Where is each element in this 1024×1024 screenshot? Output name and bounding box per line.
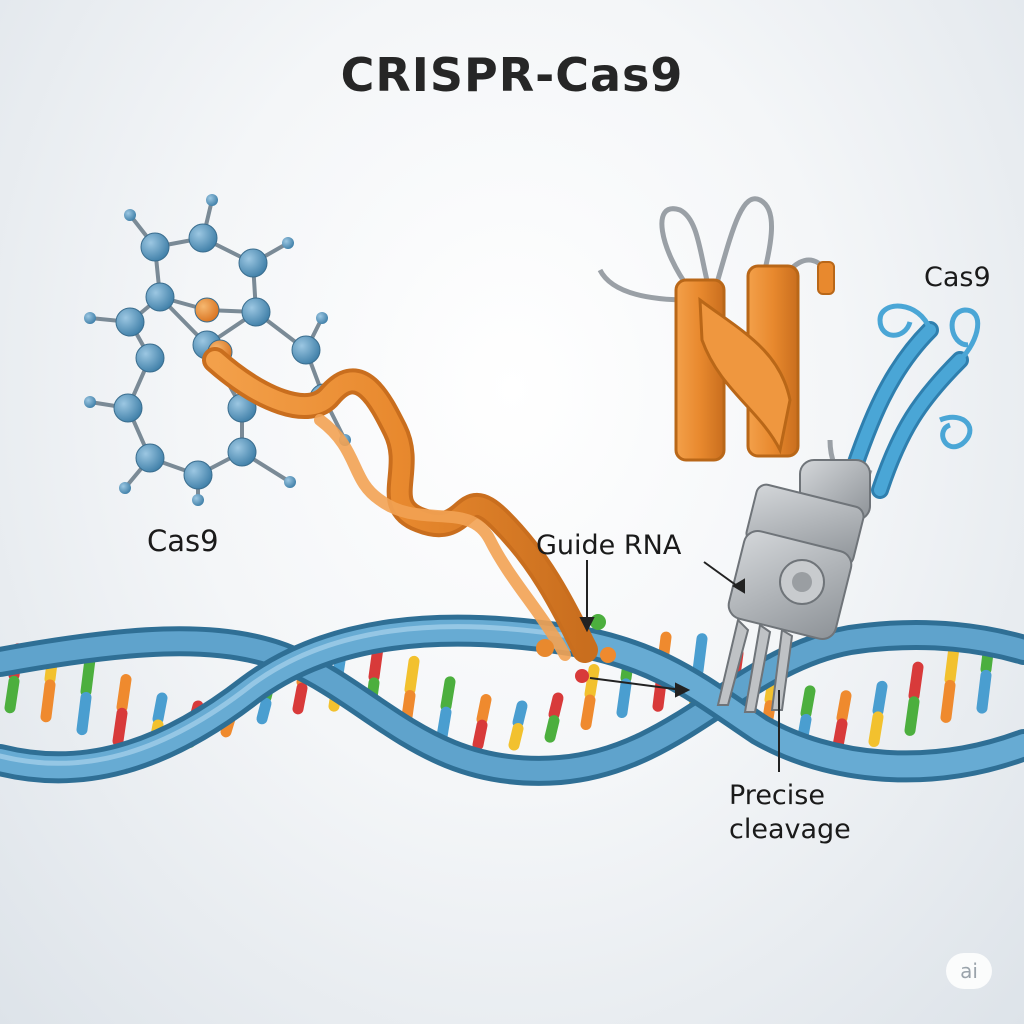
label-cas9-right: Cas9 (924, 262, 991, 293)
atom (145, 282, 175, 312)
hydrogen-atom (119, 482, 131, 494)
base-pair-top (836, 690, 852, 724)
annotation-pointers (579, 560, 780, 772)
base-pair-bottom (40, 679, 56, 723)
guide-rna-ribbon (202, 347, 616, 683)
base-pair-top (476, 694, 492, 725)
hydrogen-atom (284, 476, 296, 488)
atom (194, 297, 220, 323)
ai-watermark-badge: ai (946, 953, 992, 989)
cas9-cleavage-clamp (716, 459, 871, 713)
base-pair-top (116, 674, 132, 713)
hydrogen-atom (316, 312, 328, 324)
base-pair-top (692, 633, 708, 677)
cas9-protein-right (597, 196, 981, 713)
atom (227, 437, 257, 467)
base-pair-top (944, 641, 960, 685)
base-pair-bottom (112, 707, 128, 747)
base-pair-top (512, 700, 528, 728)
base-pair-top (872, 680, 888, 717)
base-pair-bottom (832, 718, 848, 752)
base-pair-bottom (76, 692, 92, 736)
base-pair-bottom (436, 706, 452, 743)
base-pair-bottom (472, 719, 488, 751)
base-pair-bottom (940, 679, 956, 723)
base-pair-bottom (292, 682, 308, 715)
atom (241, 297, 271, 327)
atom (115, 307, 145, 337)
atom (113, 393, 143, 423)
atom (238, 248, 268, 278)
hydrogen-atom (84, 396, 96, 408)
atom (291, 335, 321, 365)
atom (135, 443, 165, 473)
label-precise-cleavage: Precise cleavage (729, 779, 851, 847)
base-pair-bottom (904, 696, 920, 736)
base-pair-bottom (4, 675, 20, 714)
base-pair-top (152, 692, 168, 725)
label-cleavage-line2: cleavage (729, 814, 851, 845)
label-cas9-left: Cas9 (147, 524, 219, 558)
hydrogen-atom (84, 312, 96, 324)
diagram-title: CRISPR-Cas9 (340, 48, 684, 102)
hydrogen-atom (192, 494, 204, 506)
label-cleavage-line1: Precise (729, 780, 825, 811)
base-pair-bottom (868, 711, 884, 748)
atom (188, 223, 218, 253)
base-pair-top (908, 661, 924, 702)
base-pair-bottom (508, 722, 524, 751)
dna-double-helix (0, 614, 1024, 786)
base-pair-top (404, 655, 420, 696)
atom (140, 232, 170, 262)
hydrogen-atom (124, 209, 136, 221)
base-pair-bottom (976, 669, 992, 714)
atom (135, 343, 165, 373)
base-pair-top (800, 685, 816, 719)
hydrogen-atom (206, 194, 218, 206)
atom (183, 460, 213, 490)
hydrogen-atom (282, 237, 294, 249)
base-pair-bottom (580, 694, 596, 731)
base-pair-top (80, 653, 96, 698)
label-guide-rna: Guide RNA (536, 530, 682, 561)
base-pair-bottom (616, 678, 632, 719)
base-pair-top (440, 676, 456, 712)
base-pair-top (548, 692, 564, 721)
base-pair-bottom (256, 697, 272, 725)
base-pair-top (584, 664, 600, 700)
base-pair-bottom (544, 715, 560, 743)
